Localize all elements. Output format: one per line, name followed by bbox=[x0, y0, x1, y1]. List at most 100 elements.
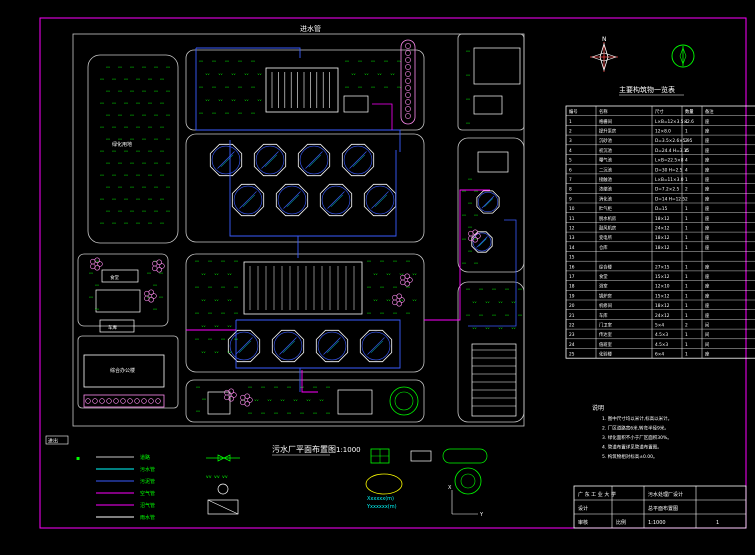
axis-y-label: X bbox=[448, 485, 452, 491]
grass-mark: ᵥᵥ bbox=[154, 64, 158, 70]
legend-marker: ▪ bbox=[76, 455, 80, 462]
table-cell: 座 bbox=[705, 215, 710, 222]
grass-mark: ᵥᵥ bbox=[300, 384, 304, 390]
grass-mark: ᵥᵥ bbox=[367, 258, 371, 264]
power-building bbox=[473, 47, 521, 85]
grass-mark: ᵥᵥ bbox=[274, 384, 278, 390]
grass-mark: ᵥᵥ bbox=[228, 297, 232, 303]
grass-mark: ᵥᵥ bbox=[281, 397, 285, 403]
table-cell: 4 bbox=[685, 167, 688, 173]
grass-mark: ᵥᵥ bbox=[492, 312, 496, 318]
secondary-clarifiers bbox=[227, 329, 393, 363]
grass-mark: ᵥᵥ bbox=[154, 184, 158, 190]
grass-mark: ᵥᵥ bbox=[474, 260, 478, 266]
garage-label: 车库 bbox=[108, 324, 117, 331]
flower-mark bbox=[405, 99, 411, 105]
grass-mark: ᵥᵥ bbox=[148, 124, 152, 130]
grass-mark: ᵥᵥ bbox=[215, 271, 219, 277]
grass-mark: ᵥᵥ bbox=[160, 76, 164, 82]
legend-label: 空气管 bbox=[140, 490, 155, 497]
table-cell: 车库 bbox=[599, 312, 608, 319]
flower-mark bbox=[113, 398, 119, 404]
grass-mark: ᵥᵥ bbox=[160, 100, 164, 106]
grass-mark: ᵥᵥ bbox=[130, 64, 134, 70]
table-cell: 4 bbox=[685, 148, 688, 154]
table-cell: 浓缩池 bbox=[599, 186, 613, 193]
grass-mark: ᵥᵥ bbox=[154, 112, 158, 118]
north-arrow: N bbox=[590, 36, 618, 72]
grass-mark: ᵥᵥ bbox=[136, 124, 140, 130]
table-cell: 15 bbox=[569, 255, 575, 261]
grass-mark: ᵥᵥ bbox=[486, 299, 490, 305]
grass-mark: ᵥᵥ bbox=[228, 271, 232, 277]
title-checker: 审核 bbox=[578, 519, 588, 526]
grass-mark: ᵥᵥ bbox=[202, 349, 206, 355]
grass-mark: ᵥᵥ bbox=[142, 160, 146, 166]
grass-mark: ᵥᵥ bbox=[100, 100, 104, 106]
table-cell: 2 bbox=[685, 196, 688, 202]
grass-mark: ᵥᵥ bbox=[234, 336, 238, 342]
table-cell: 1 bbox=[569, 119, 572, 125]
grass-mark: ᵥᵥ bbox=[505, 286, 509, 292]
grass-mark: ᵥᵥ bbox=[166, 88, 170, 94]
grass-mark: ᵥᵥ bbox=[100, 148, 104, 154]
building-icon bbox=[207, 499, 239, 515]
grass-mark: ᵥᵥ bbox=[112, 172, 116, 178]
grass-mark: ᵥᵥ bbox=[208, 336, 212, 342]
grass-mark: ᵥᵥ bbox=[479, 286, 483, 292]
blower-house bbox=[207, 391, 231, 415]
table-cell: D=15 bbox=[655, 206, 668, 212]
table-cell: 12×8.0 bbox=[655, 129, 671, 135]
flower-mark bbox=[247, 397, 253, 403]
grass-mark: ᵥᵥ bbox=[380, 310, 384, 316]
left-entry-box bbox=[45, 435, 69, 445]
grass-mark: ᵥᵥ bbox=[225, 58, 229, 64]
grass-mark: ᵥᵥ bbox=[160, 196, 164, 202]
table-cell: 17 bbox=[569, 274, 575, 280]
grass-mark: ᵥᵥ bbox=[294, 397, 298, 403]
flower-mark bbox=[396, 293, 402, 299]
grass-mark: ᵥᵥ bbox=[166, 112, 170, 118]
clarifier-zone bbox=[185, 133, 425, 243]
title-school: 广 东 工 业 大 学 bbox=[578, 491, 616, 498]
grass-mark: ᵥᵥ bbox=[228, 349, 232, 355]
warehouse-building bbox=[471, 343, 517, 417]
grass-mark: ᵥᵥ bbox=[307, 397, 311, 403]
grass-mark: ᵥᵥ bbox=[215, 323, 219, 329]
table-cell: 座 bbox=[705, 137, 710, 144]
table-cell: 曝气池 bbox=[599, 157, 613, 164]
table-cell: 16 bbox=[569, 264, 575, 270]
grass-mark: ᵥᵥ bbox=[106, 208, 110, 214]
table-cell: 4 bbox=[569, 148, 572, 154]
table-cell: 1 bbox=[685, 177, 688, 183]
grass-mark: ᵥᵥ bbox=[154, 160, 158, 166]
left-entry-label: 进出 bbox=[48, 438, 58, 445]
grass-mark: ᵥᵥ bbox=[393, 258, 397, 264]
secondary-clarifier-octagon bbox=[227, 329, 261, 363]
grass-mark: ᵥᵥ bbox=[371, 84, 375, 90]
dewater-house bbox=[337, 389, 373, 415]
digesters bbox=[471, 190, 500, 253]
clarifier-octagon bbox=[319, 183, 353, 217]
table-cell: 编号 bbox=[569, 108, 578, 115]
grass-mark: ᵥᵥ bbox=[148, 220, 152, 226]
grass-mark: ᵥᵥ bbox=[100, 196, 104, 202]
grass-mark: ᵥᵥ bbox=[202, 323, 206, 329]
right-top-zone bbox=[457, 33, 525, 131]
grass-mark: ᵥᵥ bbox=[474, 188, 478, 194]
garage-zone bbox=[457, 281, 525, 423]
grass-mark: ᵥᵥ bbox=[473, 299, 477, 305]
table-cell: 1 bbox=[685, 216, 688, 222]
table-cell: 20 bbox=[569, 303, 575, 309]
grass-mark: ᵥᵥ bbox=[142, 208, 146, 214]
grass-mark: ᵥᵥ bbox=[142, 184, 146, 190]
grass-mark: ᵥᵥ bbox=[486, 325, 490, 331]
table-cell: 锅炉房 bbox=[599, 292, 612, 299]
grass-mark: ᵥᵥ bbox=[380, 284, 384, 290]
table-cell: 食堂 bbox=[599, 273, 608, 280]
title-scale-label: 比例 bbox=[616, 519, 626, 526]
grass-mark: ᵥᵥ bbox=[367, 284, 371, 290]
grass-mark: ᵥᵥ bbox=[118, 136, 122, 142]
grass-mark: ᵥᵥ bbox=[466, 48, 470, 54]
